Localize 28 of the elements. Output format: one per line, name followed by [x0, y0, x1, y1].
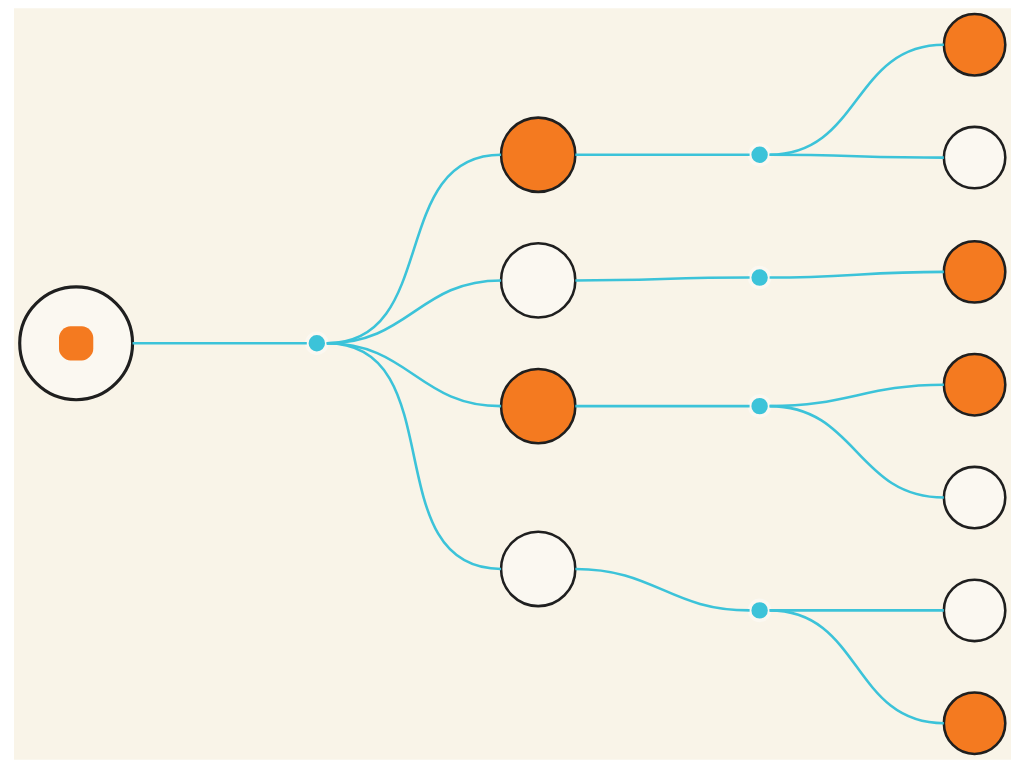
connector	[574, 276, 750, 282]
node-circle	[17, 285, 134, 402]
connector	[769, 404, 944, 499]
node-circle	[747, 142, 771, 167]
node-circle	[942, 691, 1007, 756]
node-circle	[942, 578, 1007, 643]
node-circle	[942, 352, 1007, 417]
node-circle	[747, 394, 771, 418]
node-circle	[499, 116, 577, 194]
node-circle	[942, 125, 1007, 190]
node-circle	[499, 242, 577, 319]
node-circle	[942, 12, 1007, 77]
node-circle	[499, 530, 577, 608]
connector	[574, 153, 750, 157]
connector	[132, 342, 307, 345]
node-circle	[499, 367, 577, 445]
node-circle	[942, 465, 1007, 530]
connector	[574, 404, 750, 408]
connector	[768, 609, 944, 725]
connector	[326, 342, 501, 571]
node-circle	[747, 265, 771, 290]
connector	[769, 153, 944, 159]
node-circle	[942, 239, 1007, 304]
node-circle	[747, 598, 771, 623]
connector	[768, 43, 944, 157]
node-circle	[304, 331, 329, 356]
connector	[769, 270, 944, 279]
connector	[574, 567, 750, 612]
